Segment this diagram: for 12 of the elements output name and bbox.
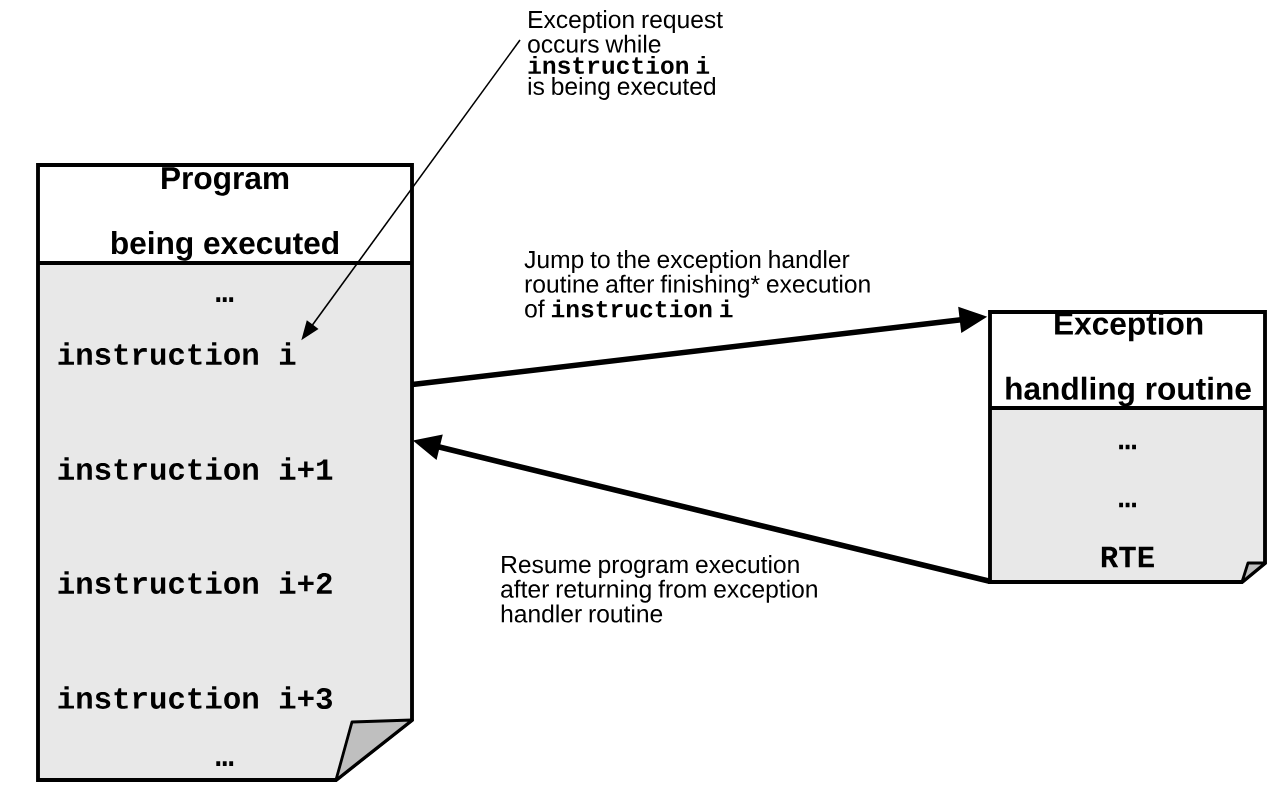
edge-label: Resume program execution after returning from exception handler routine — [501, 555, 817, 623]
code-line: … — [216, 297, 234, 302]
code-line: … — [216, 761, 234, 766]
code-line: instruction i+3 — [58, 686, 332, 709]
code-line: instruction i+1 — [58, 457, 333, 480]
code-line: instruction i+2 — [58, 571, 332, 594]
note-text: Exception request occurs while instruction i is being executed — [528, 10, 723, 100]
code-line: … — [1119, 502, 1136, 508]
code-line: instruction i — [58, 342, 296, 365]
code-line: RTE — [1101, 546, 1154, 568]
edge-label: Jump to the exception handler routine after finishing* execution of instruction i — [524, 250, 870, 318]
code-line: … — [1119, 444, 1136, 450]
